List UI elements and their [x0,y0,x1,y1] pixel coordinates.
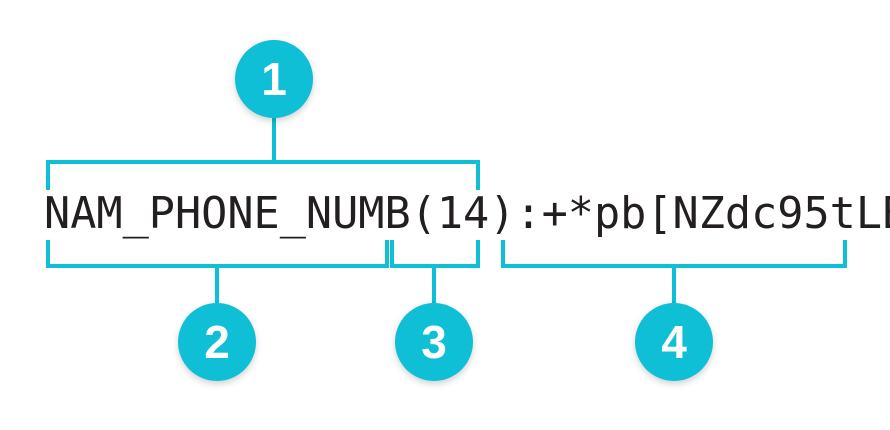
callout-badge-4[interactable]: 4 [635,303,713,381]
code-string: NAM_PHONE_NUMB(14):+*pb[NZdc95tLB [44,189,890,239]
callout-badge-2[interactable]: 2 [178,303,256,381]
bracket-top-1 [46,160,480,190]
callout-badge-1[interactable]: 1 [235,40,313,118]
callout-badge-3[interactable]: 3 [395,303,473,381]
